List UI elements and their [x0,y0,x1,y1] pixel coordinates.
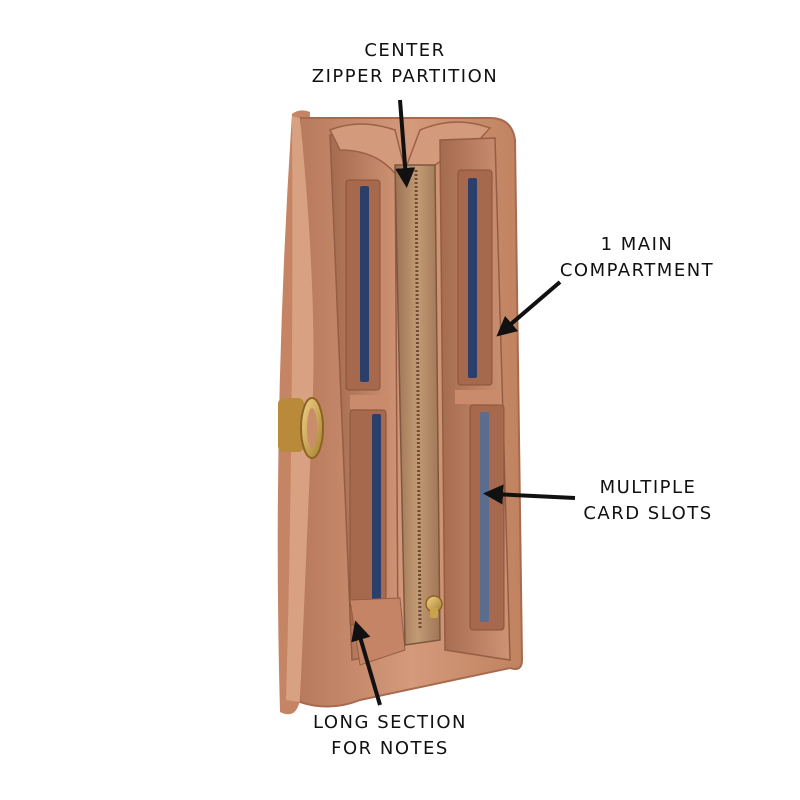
right-card-section [439,137,511,661]
top-gusset [328,121,492,181]
arrow-center-zipper [395,99,416,188]
label-line: CENTER [364,40,446,61]
card-edge [372,414,381,620]
card-edge [360,186,369,382]
card-edge [480,412,489,622]
label-line: CARD SLOTS [583,503,713,524]
arrow-long-section [351,620,382,706]
label-line: COMPARTMENT [559,260,715,281]
label-long-section: LONG SECTION FOR NOTES [300,710,480,762]
label-line: ZIPPER PARTITION [311,66,499,87]
label-main-compartment: 1 MAIN COMPARTMENT [552,232,722,284]
label-line: FOR NOTES [331,738,449,759]
label-line: LONG SECTION [313,712,467,733]
left-card-section [329,129,406,666]
label-line: 1 MAIN [600,234,674,255]
label-line: MULTIPLE [599,477,697,498]
label-center-zipper-partition: CENTER ZIPPER PARTITION [300,38,510,90]
label-card-slots: MULTIPLE CARD SLOTS [578,475,718,527]
arrow-card-slots [483,484,576,505]
center-zipper-partition [394,164,443,646]
zipper-pull-icon [425,595,443,618]
arrow-main-compartment [496,280,562,337]
gold-clasp-icon [278,397,324,459]
card-edge [468,178,477,378]
